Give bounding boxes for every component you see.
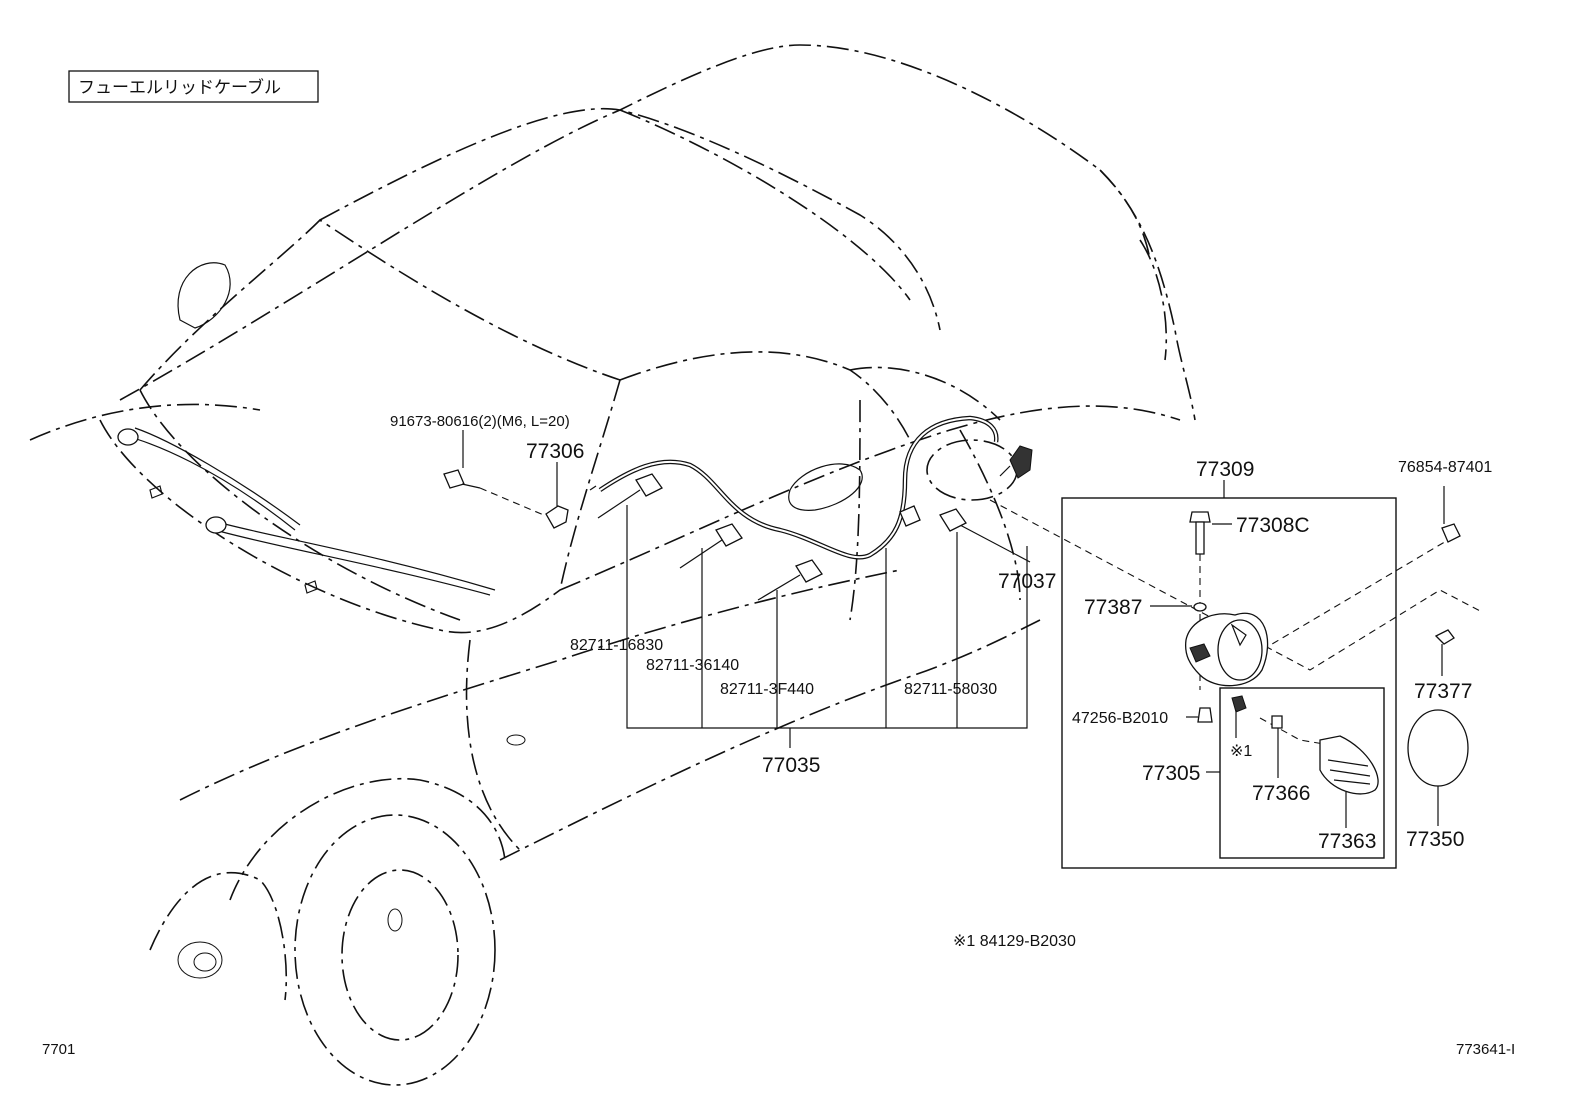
label-77035: 77035: [762, 754, 820, 777]
lock-actuator: [999, 445, 1033, 479]
diagram-title: フューエルリッドケーブル: [78, 77, 281, 97]
label-77306: 77306: [526, 440, 584, 463]
label-82711-58030: 82711-58030: [904, 681, 997, 698]
label-mark-1: ※1: [1230, 743, 1252, 760]
label-77309: 77309: [1196, 458, 1254, 481]
wiper-arms: [117, 427, 496, 596]
footnote-1: ※1 84129-B2030: [953, 933, 1076, 950]
leader-lines-cable: [462, 430, 1028, 748]
fuel-lid-assembly-parts: [1184, 511, 1469, 795]
part-labels: 91673-80616(2)(M6, L=20) 77306 77309 768…: [390, 413, 1492, 853]
label-77366: 77366: [1252, 782, 1310, 805]
label-77387: 77387: [1084, 596, 1142, 619]
fuel-lid-assembly-frame: [1061, 480, 1397, 869]
label-82711-36140: 82711-36140: [646, 657, 739, 674]
label-47256-b2010: 47256-B2010: [1072, 710, 1168, 727]
label-77377: 77377: [1414, 680, 1472, 703]
label-77363: 77363: [1318, 830, 1376, 853]
vehicle-outline: [29, 44, 1196, 1086]
label-76854-87401: 76854-87401: [1398, 459, 1492, 476]
fuel-lid-cable: [589, 415, 999, 560]
label-77305: 77305: [1142, 762, 1200, 785]
label-82711-3f440: 82711-3F440: [720, 681, 814, 698]
label-82711-16830: 82711-16830: [570, 637, 663, 654]
label-bolt-91673: 91673-80616(2)(M6, L=20): [390, 413, 570, 430]
leader-lines-lid: [1150, 486, 1445, 828]
title-box: フューエルリッドケーブル: [68, 70, 319, 103]
page-code-left: 7701: [42, 1041, 75, 1058]
label-77308c: 77308C: [1236, 514, 1310, 537]
page-code-right: 773641-I: [1456, 1041, 1515, 1058]
label-77350: 77350: [1406, 828, 1464, 851]
label-77037: 77037: [998, 570, 1056, 593]
cable-clamps: [597, 473, 1031, 601]
opener-lever-and-bolt: [443, 469, 569, 529]
